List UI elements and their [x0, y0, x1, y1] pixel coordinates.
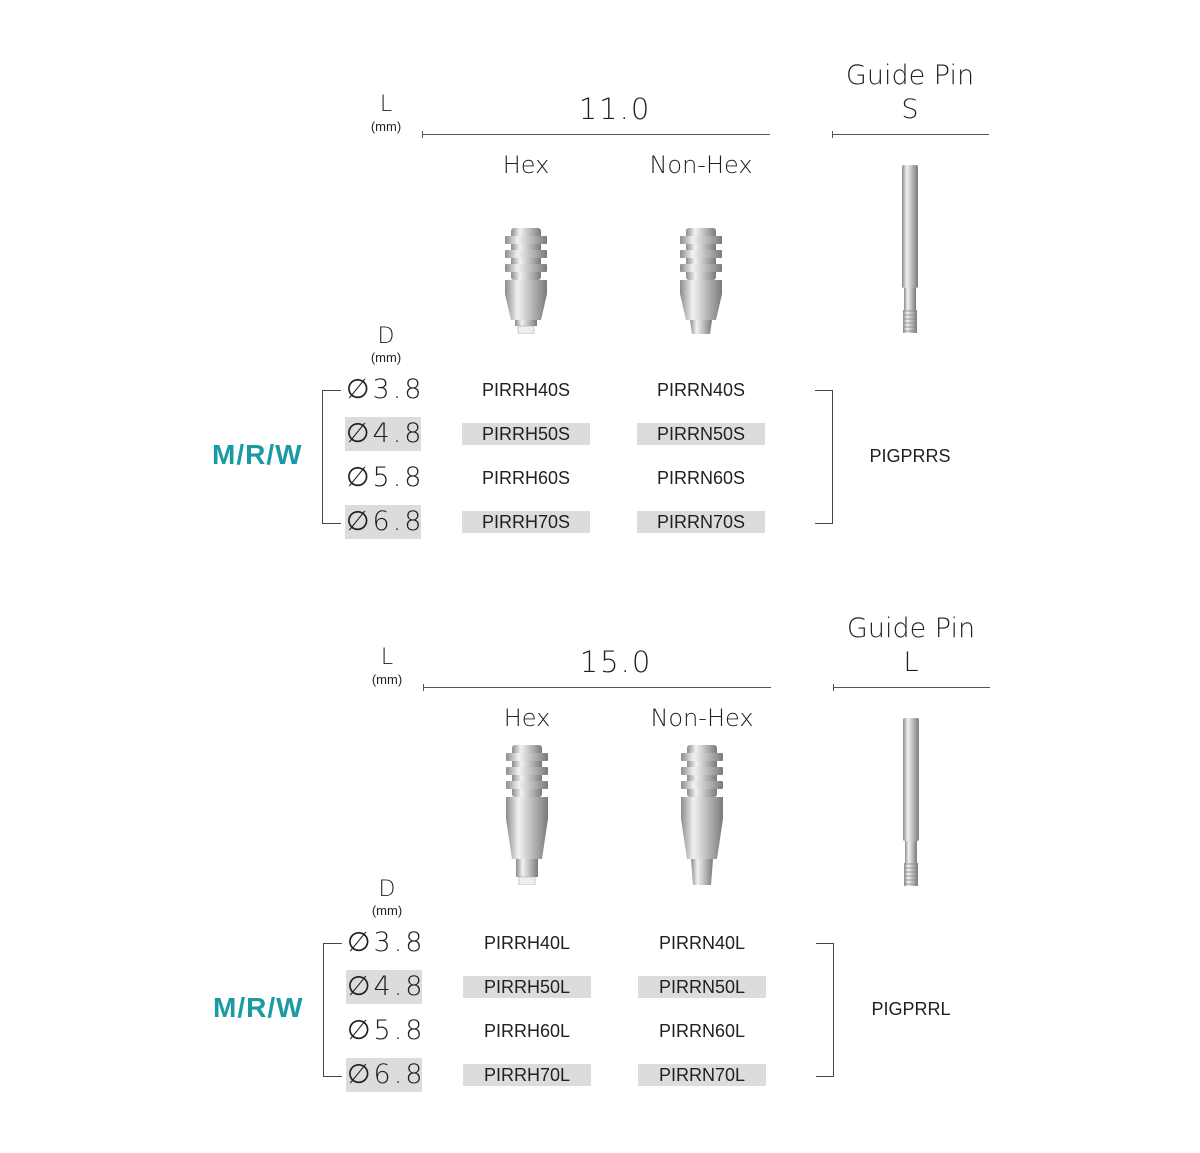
- diameter-label: D: [377, 324, 395, 349]
- hex-code: PIRRH40S: [481, 380, 571, 400]
- nonhex-code: PIRRN50L: [638, 976, 766, 998]
- hex-code: PIRRH50L: [463, 976, 591, 998]
- column-nonhex: Non-Hex: [649, 151, 753, 179]
- guide-pin-title: Guide Pin: [845, 60, 975, 91]
- diameter-1: ∅3.8: [347, 927, 426, 958]
- hex-code: PIRRH40L: [483, 933, 571, 953]
- diameter-3: ∅5.8: [347, 1015, 426, 1046]
- guide-pin-long-image: [901, 718, 921, 891]
- diameter-4: ∅6.8: [346, 1058, 426, 1092]
- hex-code: PIRRH50S: [462, 423, 590, 445]
- platform-label: M/R/W: [213, 992, 304, 1023]
- length-unit: (mm): [370, 119, 402, 134]
- hex-code: PIRRH70L: [463, 1064, 591, 1086]
- diameter-unit: (mm): [371, 903, 403, 918]
- nonhex-code: PIRRN40S: [656, 380, 746, 400]
- nonhex-code: PIRRN70S: [637, 511, 765, 533]
- left-bracket: [322, 390, 341, 524]
- guide-pin-code: PIGPRRS: [869, 446, 951, 466]
- length-value: 15.0: [579, 645, 653, 679]
- nonhex-abutment-short-image: [676, 228, 726, 339]
- nonhex-code: PIRRN60S: [656, 468, 746, 488]
- length-divider: [423, 684, 771, 691]
- guide-pin-size: S: [901, 94, 919, 125]
- length-unit: (mm): [371, 672, 403, 687]
- diameter-label: D: [378, 877, 396, 902]
- guide-pin-short-image: [900, 165, 920, 338]
- hex-abutment-short-image: [501, 228, 551, 339]
- diameter-3: ∅5.8: [346, 462, 425, 493]
- right-bracket: [815, 390, 833, 524]
- right-bracket: [816, 943, 834, 1077]
- column-nonhex: Non-Hex: [650, 704, 754, 732]
- guide-pin-divider: [832, 131, 989, 138]
- length-divider: [422, 131, 770, 138]
- nonhex-abutment-long-image: [677, 745, 727, 890]
- nonhex-code: PIRRN70L: [638, 1064, 766, 1086]
- diameter-2: ∅4.8: [345, 417, 425, 451]
- guide-pin-title: Guide Pin: [846, 613, 976, 644]
- column-hex: Hex: [502, 151, 550, 179]
- diameter-4: ∅6.8: [345, 505, 425, 539]
- length-value: 11.0: [578, 92, 652, 126]
- guide-pin-divider: [833, 684, 990, 691]
- hex-code: PIRRH70S: [462, 511, 590, 533]
- length-label: L: [379, 92, 393, 117]
- hex-abutment-long-image: [502, 745, 552, 890]
- nonhex-code: PIRRN60L: [658, 1021, 746, 1041]
- platform-label: M/R/W: [212, 439, 303, 470]
- guide-pin-size: L: [903, 647, 919, 678]
- diameter-2: ∅4.8: [346, 970, 426, 1004]
- diameter-unit: (mm): [370, 350, 402, 365]
- column-hex: Hex: [503, 704, 551, 732]
- hex-code: PIRRH60L: [483, 1021, 571, 1041]
- left-bracket: [323, 943, 342, 1077]
- nonhex-code: PIRRN50S: [637, 423, 765, 445]
- nonhex-code: PIRRN40L: [658, 933, 746, 953]
- length-label: L: [380, 645, 394, 670]
- guide-pin-code: PIGPRRL: [871, 999, 951, 1019]
- hex-code: PIRRH60S: [481, 468, 571, 488]
- diameter-1: ∅3.8: [346, 374, 425, 405]
